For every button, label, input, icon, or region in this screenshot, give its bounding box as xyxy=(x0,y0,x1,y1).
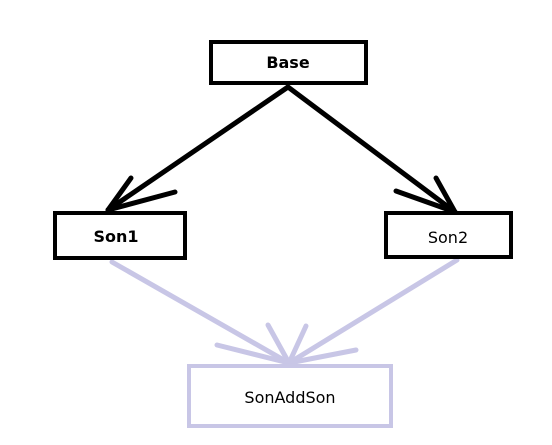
arrow-base-to-son1 xyxy=(105,84,291,213)
arrow-son2-to-sonaddson xyxy=(286,257,460,366)
node-son2-label: Son2 xyxy=(428,228,468,247)
node-base: Base xyxy=(209,40,368,85)
node-sonaddson: SonAddSon xyxy=(187,364,393,428)
node-base-label: Base xyxy=(266,53,310,72)
node-son1-label: Son1 xyxy=(93,227,138,246)
node-sonaddson-label: SonAddSon xyxy=(244,388,335,407)
node-son1: Son1 xyxy=(53,211,187,260)
node-son2: Son2 xyxy=(384,211,513,259)
arrow-base-to-son2 xyxy=(285,84,458,215)
arrow-son1-to-sonaddson xyxy=(109,259,292,366)
